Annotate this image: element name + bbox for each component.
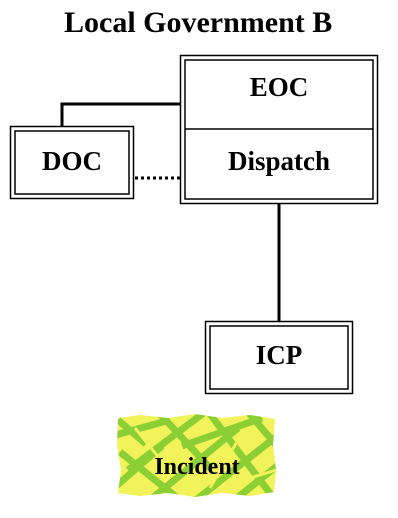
eoc-dispatch-box bbox=[179, 54, 379, 205]
icp-box bbox=[204, 320, 354, 395]
doc-label: DOC bbox=[42, 146, 102, 176]
eoc-label: EOC bbox=[249, 72, 309, 102]
incident-shape bbox=[117, 414, 276, 497]
icp-label: ICP bbox=[255, 340, 303, 370]
dispatch-label: Dispatch bbox=[227, 146, 330, 176]
doc-eoc-connector bbox=[60, 102, 181, 128]
incident-label: Incident bbox=[154, 454, 240, 480]
doc-box bbox=[9, 125, 135, 200]
diagram-title: Local Government B bbox=[64, 6, 333, 39]
